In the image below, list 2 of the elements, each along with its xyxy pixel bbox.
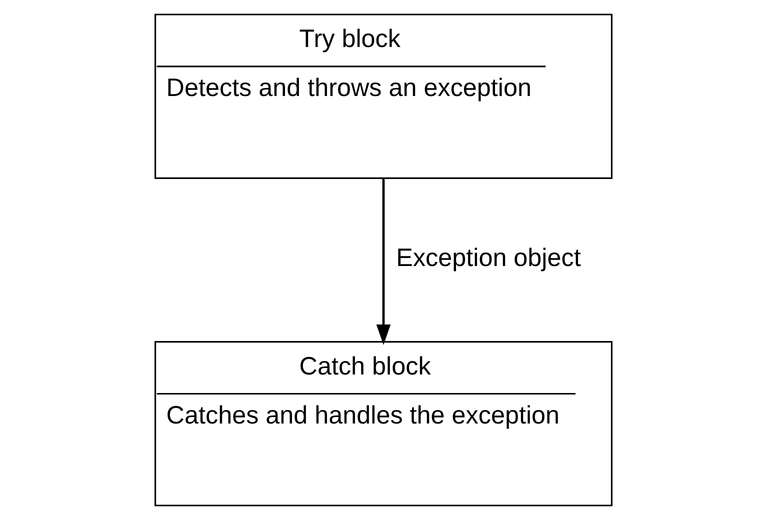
edge-label: Exception object: [396, 244, 581, 272]
arrow: [376, 178, 391, 345]
